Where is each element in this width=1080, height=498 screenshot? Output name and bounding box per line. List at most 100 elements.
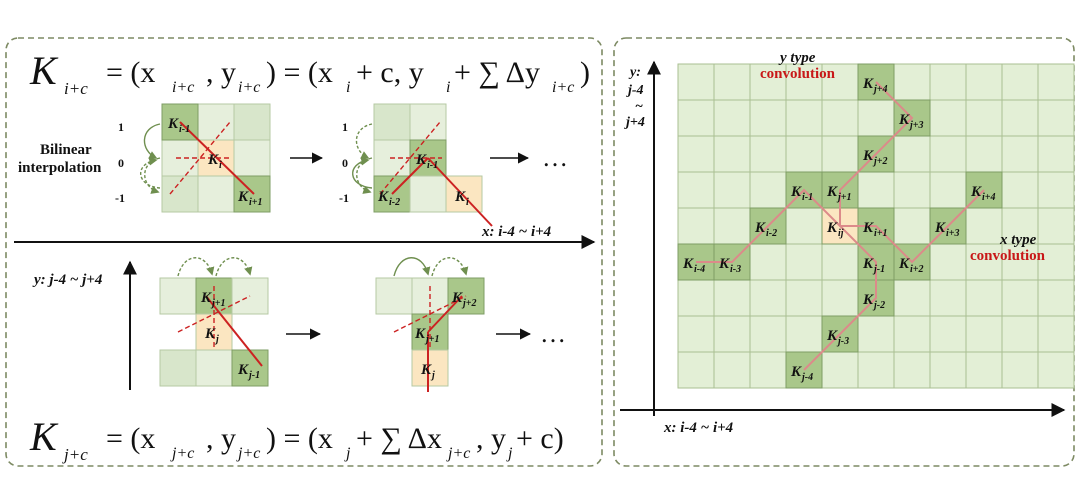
- cell-label-K-i-1: K: [790, 184, 802, 200]
- cell-label-K-j-3: K: [826, 328, 838, 344]
- bottom-formula-rhs5-sub: j: [506, 445, 513, 462]
- grid-cell: [677, 171, 715, 209]
- label-K-j+1-a-sub: j+1: [210, 298, 225, 309]
- grid-cell: [1037, 207, 1075, 245]
- left-y-axis-label: y: j-4 ~ j+4: [32, 272, 103, 288]
- cell-sub-K-i-1: i-1: [802, 192, 813, 203]
- ellipsis-bottom: …: [540, 319, 566, 348]
- label-K-i-2-b-sub: i-2: [389, 197, 400, 208]
- top-formula-rhs4: + c, y: [356, 56, 424, 89]
- left-panel: [5, 37, 603, 467]
- label-K-i-1-a: K: [167, 116, 179, 132]
- bottom-formula-rhs5: , y: [476, 422, 506, 455]
- cell-sub-K-i-2: i-2: [766, 228, 777, 239]
- grid-cell: [785, 279, 823, 317]
- top-formula-rhs4-sub: i: [446, 79, 450, 96]
- grid-cell: [713, 171, 751, 209]
- right-y-axis-line4: j+4: [624, 115, 645, 130]
- right-y-axis-line2: j-4: [626, 83, 644, 98]
- cell-sub-K-i-3: i-3: [730, 264, 741, 275]
- grid-cell: [749, 351, 787, 389]
- grid-cell: [965, 207, 1003, 245]
- kernel-grid-top-b: [352, 103, 493, 227]
- top-formula-rhs1: = (x: [106, 56, 155, 89]
- tick-1-b: 1: [342, 120, 348, 134]
- cell-label-K-j-1: K: [862, 256, 874, 272]
- cell-label-K-j+2: K: [862, 148, 874, 164]
- grid-cell: [713, 315, 751, 353]
- kernel-grid-bot-b: [375, 257, 485, 392]
- y-type-label-line2: convolution: [760, 66, 836, 82]
- ellipsis-top: …: [542, 143, 568, 172]
- bottom-formula-rhs1-sub: j+c: [170, 445, 194, 462]
- cell-label-K-i+4: K: [970, 184, 982, 200]
- grid-cell: [1001, 171, 1039, 209]
- label-K-i-2-b: K: [377, 189, 389, 205]
- grid-cell: [1001, 135, 1039, 173]
- label-K-i-1-b: K: [415, 152, 427, 168]
- cell-label-K-j+3: K: [898, 112, 910, 128]
- bottom-formula-rhs3-sub: j: [344, 445, 351, 462]
- label-K-j+1-b-sub: j+1: [424, 334, 439, 345]
- cell-sub-K-j-1: j-1: [872, 264, 885, 275]
- bottom-formula-rhs1: = (x: [106, 422, 155, 455]
- cell-sub-K-i+2: i+2: [910, 264, 923, 275]
- grid-cell: [785, 207, 823, 245]
- grid-cell: [677, 63, 715, 101]
- cell-sub-K-j-4: j-4: [800, 372, 813, 383]
- grid-cell: [785, 135, 823, 173]
- top-formula-rhs2-sub: i+c: [238, 79, 260, 96]
- kernel-grid-bot-a: [159, 257, 269, 387]
- bilinear-label-line1: Bilinear: [40, 142, 92, 158]
- grid-cell: [929, 279, 967, 317]
- grid-cell: [749, 99, 787, 137]
- grid-cell: [785, 243, 823, 281]
- grid-cell: [929, 243, 967, 281]
- grid-cell: [677, 135, 715, 173]
- bottom-formula-rhs2-sub: j+c: [236, 445, 260, 462]
- label-K-j-b-sub: j: [430, 370, 435, 381]
- bottom-formula-K: K: [29, 414, 59, 459]
- grid-cell: [857, 99, 895, 137]
- cell-label-K-i-3: K: [718, 256, 730, 272]
- left-x-axis-label: x: i-4 ~ i+4: [481, 224, 552, 240]
- cell-label-K-i-4: K: [682, 256, 694, 272]
- bilinear-label-line2: interpolation: [18, 160, 102, 176]
- top-formula-rhs5-sub: i+c: [552, 79, 574, 96]
- cell-sub-K-j+2: j+2: [872, 156, 887, 167]
- bottom-formula-rhs6: + c): [516, 422, 564, 455]
- tick-minus1-b: -1: [339, 191, 349, 205]
- grid-cell: [677, 207, 715, 245]
- cell-label-K-j-2: K: [862, 292, 874, 308]
- cell-label-K-j+4: K: [862, 76, 874, 92]
- label-K-j-1-a-sub: j-1: [247, 370, 260, 381]
- grid-cell: [929, 99, 967, 137]
- grid-cell: [1001, 315, 1039, 353]
- cell-sub-K-i+4: i+4: [982, 192, 995, 203]
- bottom-formula-rhs4-sub: j+c: [446, 445, 470, 462]
- cell-sub-K-j-3: j-3: [836, 336, 849, 347]
- label-K-j+2-b: K: [451, 290, 463, 306]
- grid-cell: [821, 351, 859, 389]
- grid-cell: [677, 279, 715, 317]
- grid-cell: [713, 135, 751, 173]
- label-K-j+2-b-sub: j+2: [461, 298, 476, 309]
- cell-sub-K-i+3: i+3: [946, 228, 959, 239]
- grid-cell: [893, 135, 931, 173]
- cell-label-K-ij: K: [826, 220, 838, 236]
- top-formula-rhs1-sub: i+c: [172, 79, 194, 96]
- grid-cell: [929, 315, 967, 353]
- grid-cell: [677, 99, 715, 137]
- convolution-paths: [696, 81, 985, 371]
- kernel-grid-top-a: [140, 103, 271, 213]
- label-K-j+1-a: K: [200, 290, 212, 306]
- label-K-i-b-sub: i: [466, 197, 469, 208]
- grid-cell: [965, 135, 1003, 173]
- label-K-i+1-a-sub: i+1: [249, 197, 262, 208]
- grid-cell: [713, 351, 751, 389]
- grid-cell: [821, 243, 859, 281]
- grid-cell: [857, 351, 895, 389]
- grid-cell: [749, 171, 787, 209]
